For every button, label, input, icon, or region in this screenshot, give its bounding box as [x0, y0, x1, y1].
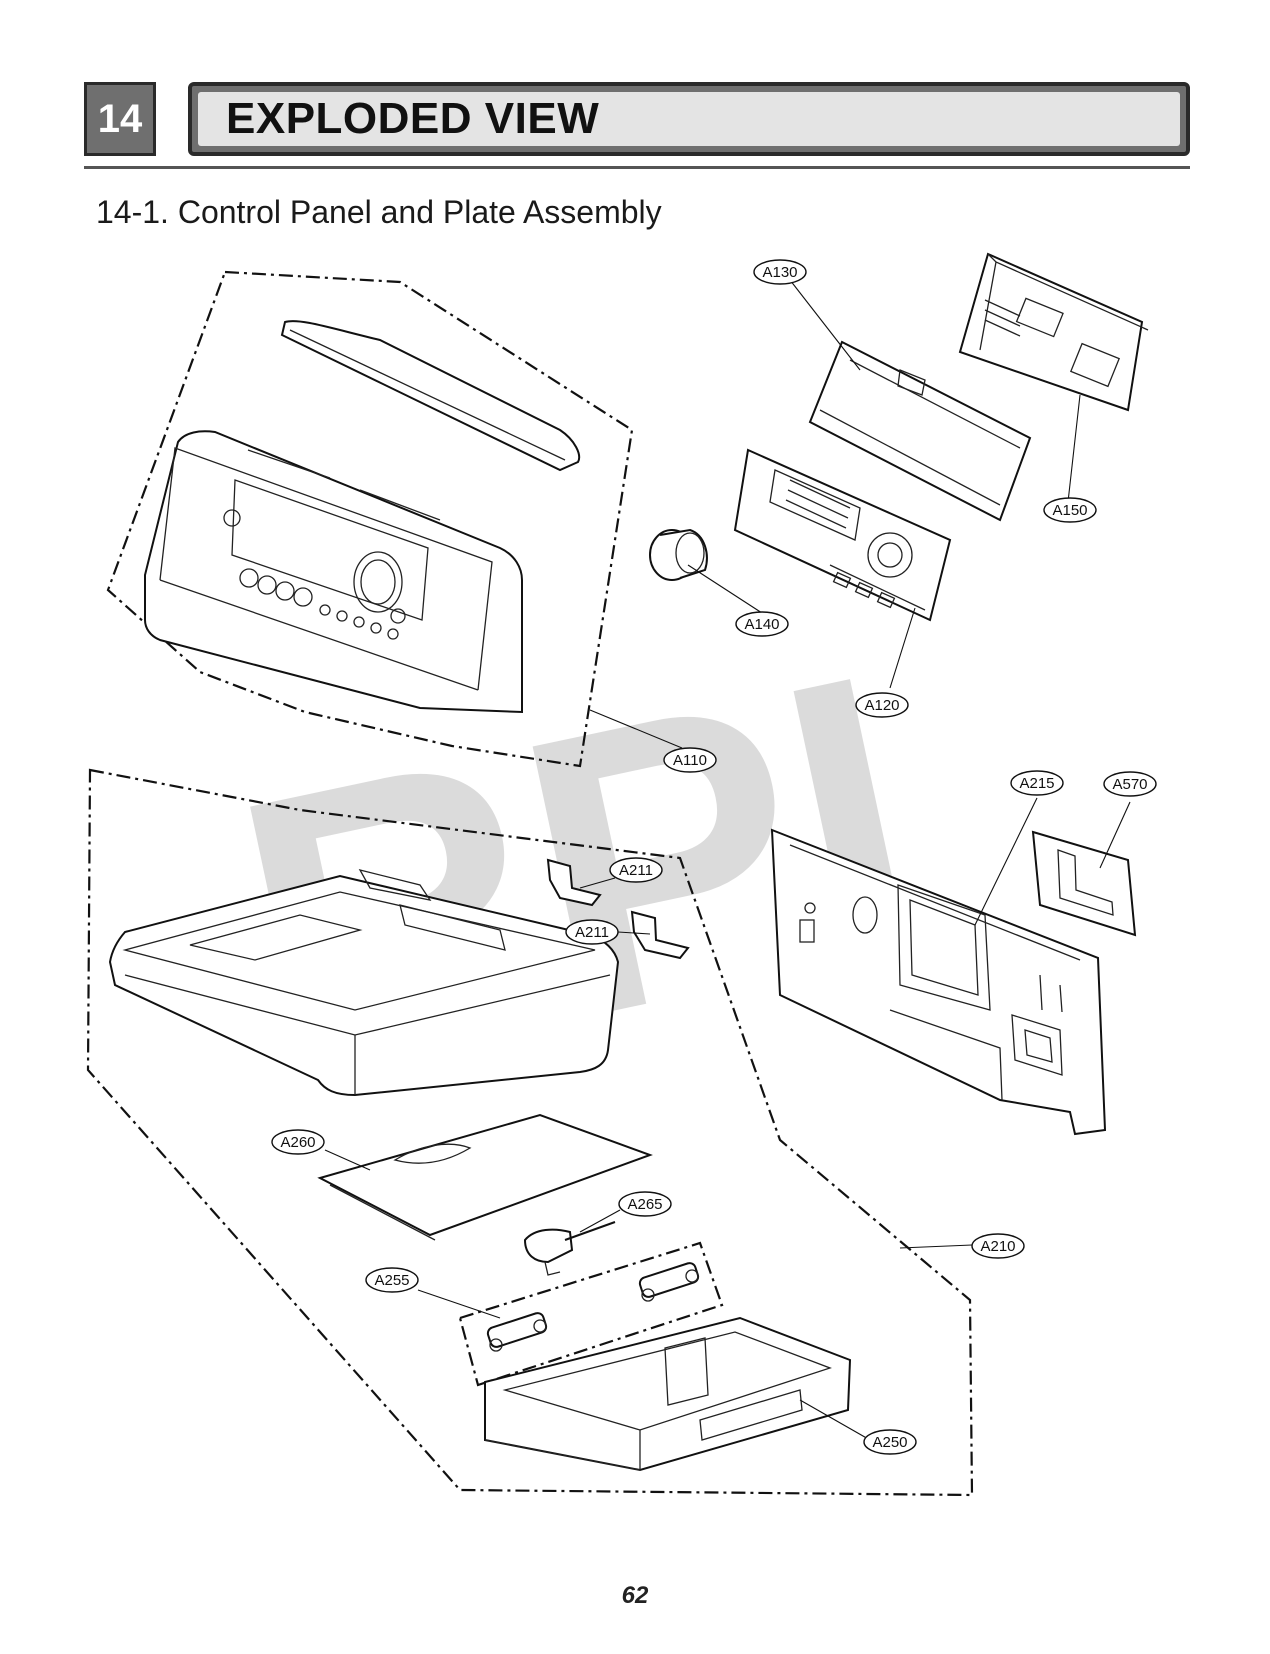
callout-a265-label: A265	[627, 1196, 662, 1213]
section-title: 14-1. Control Panel and Plate Assembly	[96, 194, 662, 230]
callout-a570: A570	[1103, 771, 1157, 797]
callout-a250: A250	[863, 1429, 917, 1455]
chapter-number: 14	[97, 96, 143, 141]
callout-a110: A110	[663, 747, 717, 773]
callout-a120-label: A120	[864, 697, 899, 714]
callout-a265: A265	[618, 1191, 672, 1217]
callout-a130-label: A130	[762, 264, 797, 281]
callout-a260-label: A260	[280, 1134, 315, 1151]
leader-lines	[324, 279, 1131, 1441]
callout-a150: A150	[1043, 497, 1097, 523]
dial-knob	[649, 528, 708, 581]
callout-a130: A130	[753, 259, 807, 285]
callout-a255: A255	[365, 1267, 419, 1293]
control-panel-housing	[144, 430, 523, 714]
top-plate-tray	[484, 1316, 852, 1472]
control-panel-group-boundary	[106, 270, 634, 768]
hinge-right	[638, 1262, 700, 1302]
rear-panel-cover	[1031, 830, 1137, 937]
callout-a140-label: A140	[744, 616, 779, 633]
control-panel-trim-strip	[280, 320, 580, 472]
pcb-case	[958, 252, 1149, 412]
title-divider	[84, 166, 1190, 169]
callout-a215-label: A215	[1019, 775, 1054, 792]
callout-a211-lower: A211	[565, 919, 619, 945]
callout-a210: A210	[971, 1233, 1025, 1259]
callout-a211-upper: A211	[609, 857, 663, 883]
callout-a215: A215	[1010, 770, 1064, 796]
hinge-bracket-lower	[630, 910, 690, 960]
chapter-number-badge: 14	[84, 82, 156, 156]
top-plate-group-boundary	[86, 768, 974, 1497]
hinge-bracket-upper	[546, 858, 602, 907]
top-plate	[108, 869, 620, 1097]
callout-a250-label: A250	[872, 1434, 907, 1451]
lid-glass	[317, 1113, 653, 1241]
lid-hinge-pin	[523, 1221, 616, 1276]
callout-a260: A260	[271, 1129, 325, 1155]
chapter-title: EXPLODED VIEW	[198, 92, 1180, 146]
hinge-left	[486, 1312, 548, 1352]
callout-a570-label: A570	[1112, 776, 1147, 793]
rear-panel-plate	[770, 828, 1107, 1136]
callout-a140: A140	[735, 611, 789, 637]
callout-a210-label: A210	[980, 1238, 1015, 1255]
display-pcb-cover	[808, 340, 1032, 522]
chapter-title-box: EXPLODED VIEW	[188, 82, 1190, 156]
hinge-inset-boundary	[458, 1241, 724, 1387]
callout-a120: A120	[855, 692, 909, 718]
callout-a110-label: A110	[673, 752, 707, 769]
callout-a255-label: A255	[374, 1272, 409, 1289]
callout-a150-label: A150	[1052, 502, 1087, 519]
callout-a211-upper-label: A211	[619, 862, 653, 879]
callout-a211-lower-label: A211	[575, 924, 609, 941]
main-control-pcb	[733, 448, 952, 622]
page-number: 62	[621, 1582, 649, 1609]
